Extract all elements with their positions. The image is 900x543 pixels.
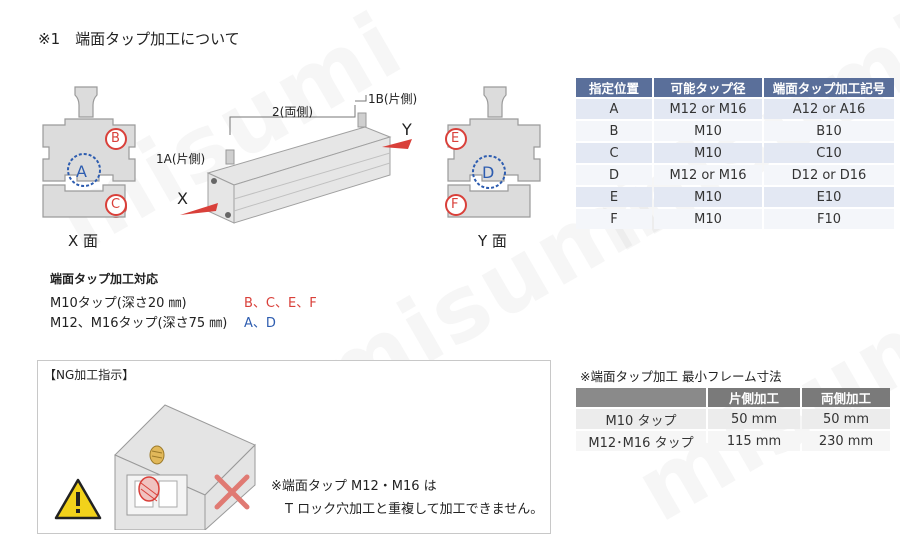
table-cell: M10 xyxy=(654,187,762,207)
min-frame-title: ※端面タップ加工 最小フレーム寸法 xyxy=(580,369,782,384)
warning-icon xyxy=(54,478,102,520)
table-cell: 230 mm xyxy=(802,431,890,451)
y-face-label: Y 面 xyxy=(478,232,507,250)
table-cell: D12 or D16 xyxy=(764,165,894,185)
spec-header-tap-size: 可能タップ径 xyxy=(654,78,762,97)
axis-y-label: Y xyxy=(402,120,412,139)
support-title: 端面タップ加工対応 xyxy=(50,272,159,286)
table-cell: C10 xyxy=(764,143,894,163)
y-position-d: D xyxy=(482,163,495,182)
table-cell: M12 or M16 xyxy=(654,99,762,119)
table-cell: F10 xyxy=(764,209,894,229)
table-cell: D xyxy=(576,165,652,185)
y-position-e: E xyxy=(451,131,460,146)
table-cell: 50 mm xyxy=(708,409,800,429)
min-header-blank xyxy=(576,388,706,407)
table-cell: A12 or A16 xyxy=(764,99,894,119)
table-cell: M10 xyxy=(654,209,762,229)
spec-header-code: 端面タップ加工記号 xyxy=(764,78,894,97)
table-cell: E xyxy=(576,187,652,207)
ng-note-line2: T ロック穴加工と重複して加工できません。 xyxy=(285,502,544,517)
label-1b-one-side: 1B(片側) xyxy=(368,92,418,106)
support-row-m10-label: M10タップ(深さ20 ㎜) xyxy=(50,296,187,311)
table-cell: M10 タップ xyxy=(576,409,706,429)
table-cell: 115 mm xyxy=(708,431,800,451)
y-face-profile-diagram xyxy=(445,86,541,218)
table-cell: M12･M16 タップ xyxy=(576,431,706,451)
table-cell: 50 mm xyxy=(802,409,890,429)
support-row-m10-value: B、C、E、F xyxy=(244,296,317,311)
support-row-m12-label: M12、M16タップ(深さ75 ㎜) xyxy=(50,316,228,331)
ng-note-line1: ※端面タップ M12・M16 は xyxy=(271,479,437,494)
table-cell: F xyxy=(576,209,652,229)
prohibited-x-icon xyxy=(214,474,250,510)
min-header-both-sides: 両側加工 xyxy=(802,388,890,407)
label-1a-one-side: 1A(片側) xyxy=(156,152,206,166)
x-position-c: C xyxy=(111,197,121,212)
table-cell: C xyxy=(576,143,652,163)
table-cell: E10 xyxy=(764,187,894,207)
support-row-m12-value: A、D xyxy=(244,316,276,331)
x-position-a: A xyxy=(76,162,87,181)
extrusion-isometric-diagram xyxy=(180,95,412,224)
x-face-profile-diagram xyxy=(42,86,136,218)
table-cell: B xyxy=(576,121,652,141)
y-position-f: F xyxy=(451,197,459,212)
ng-title: 【NG加工指示】 xyxy=(44,368,135,382)
axis-x-label: X xyxy=(177,189,188,208)
table-cell: M10 xyxy=(654,121,762,141)
page-title: ※1 端面タップ加工について xyxy=(38,30,240,48)
x-position-b: B xyxy=(111,131,120,146)
label-both-sides: 2(両側) xyxy=(272,105,313,119)
spec-header-position: 指定位置 xyxy=(576,78,652,97)
table-cell: B10 xyxy=(764,121,894,141)
x-face-label: X 面 xyxy=(68,232,99,250)
table-cell: M10 xyxy=(654,143,762,163)
table-cell: M12 or M16 xyxy=(654,165,762,185)
min-header-one-side: 片側加工 xyxy=(708,388,800,407)
table-cell: A xyxy=(576,99,652,119)
